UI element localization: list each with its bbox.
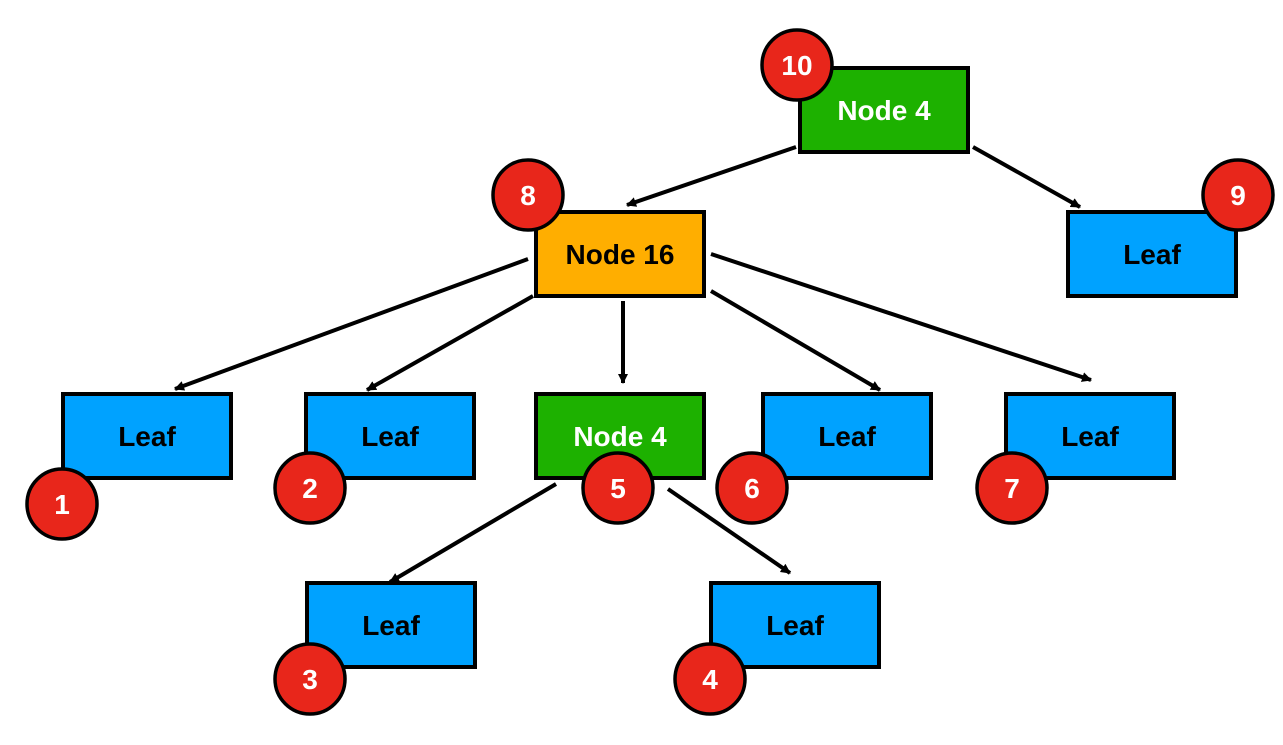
order-badge-leaf1: 1 <box>25 467 99 541</box>
node-label-leaf6: Leaf <box>818 421 876 452</box>
node-box-leaf6 <box>761 392 933 480</box>
order-badge-circle-n16 <box>491 158 565 232</box>
order-badge-circle-leaf3 <box>273 642 347 716</box>
order-badge-number-leaf3: 3 <box>302 664 318 695</box>
order-badge-number-leaf9: 9 <box>1230 180 1246 211</box>
order-badge-number-leaf4: 4 <box>702 664 718 695</box>
order-badge-number-n4b: 5 <box>610 473 626 504</box>
order-badge-n4b: 5 <box>581 451 655 525</box>
node-label-leaf2: Leaf <box>361 421 419 452</box>
order-badge-circle-leaf7 <box>975 451 1049 525</box>
edge-n16-leaf1 <box>174 257 529 391</box>
node-leaf4: Leaf <box>709 581 881 669</box>
node-label-leaf4: Leaf <box>766 610 824 641</box>
edge-n4b-leaf3 <box>388 482 558 584</box>
order-badge-circle-root <box>760 28 834 102</box>
order-badge-circle-leaf4 <box>673 642 747 716</box>
order-badge-leaf7: 7 <box>975 451 1049 525</box>
node-box-leaf4 <box>709 581 881 669</box>
node-label-root: Node 4 <box>837 95 931 126</box>
order-badge-leaf4: 4 <box>673 642 747 716</box>
badges-layer: 10 8 9 1 2 5 6 7 3 4 <box>25 28 1275 716</box>
edge-root-n16 <box>626 145 797 207</box>
order-badge-circle-leaf1 <box>25 467 99 541</box>
node-leaf1: Leaf <box>61 392 233 480</box>
order-badge-root: 10 <box>760 28 834 102</box>
node-box-leaf9 <box>1066 210 1238 298</box>
order-badge-leaf9: 9 <box>1201 158 1275 232</box>
node-label-leaf3: Leaf <box>362 610 420 641</box>
order-badge-number-root: 10 <box>781 50 812 81</box>
order-badge-circle-leaf9 <box>1201 158 1275 232</box>
node-label-leaf1: Leaf <box>118 421 176 452</box>
node-leaf9: Leaf <box>1066 210 1238 298</box>
order-badge-number-n16: 8 <box>520 180 536 211</box>
order-badge-number-leaf6: 6 <box>744 473 760 504</box>
node-label-n16: Node 16 <box>566 239 675 270</box>
node-box-n16 <box>534 210 706 298</box>
order-badge-number-leaf7: 7 <box>1004 473 1020 504</box>
order-badge-number-leaf2: 2 <box>302 473 318 504</box>
edge-n16-leaf6 <box>709 289 882 392</box>
order-badge-circle-leaf2 <box>273 451 347 525</box>
edge-n16-leaf2 <box>366 294 534 392</box>
node-n16: Node 16 <box>534 210 706 298</box>
node-root: Node 4 <box>798 66 970 154</box>
order-badge-leaf2: 2 <box>273 451 347 525</box>
node-label-leaf9: Leaf <box>1123 239 1181 270</box>
order-badge-leaf3: 3 <box>273 642 347 716</box>
edges-layer <box>174 145 1092 584</box>
edge-n16-leaf7 <box>710 252 1092 382</box>
order-badge-circle-n4b <box>581 451 655 525</box>
order-badge-n16: 8 <box>491 158 565 232</box>
edge-n4b-leaf4 <box>666 487 792 575</box>
node-label-leaf7: Leaf <box>1061 421 1119 452</box>
node-label-n4b: Node 4 <box>573 421 667 452</box>
edge-root-leaf9 <box>972 145 1081 209</box>
node-leaf6: Leaf <box>761 392 933 480</box>
node-box-leaf1 <box>61 392 233 480</box>
order-badge-number-leaf1: 1 <box>54 489 70 520</box>
order-badge-circle-leaf6 <box>715 451 789 525</box>
order-badge-leaf6: 6 <box>715 451 789 525</box>
